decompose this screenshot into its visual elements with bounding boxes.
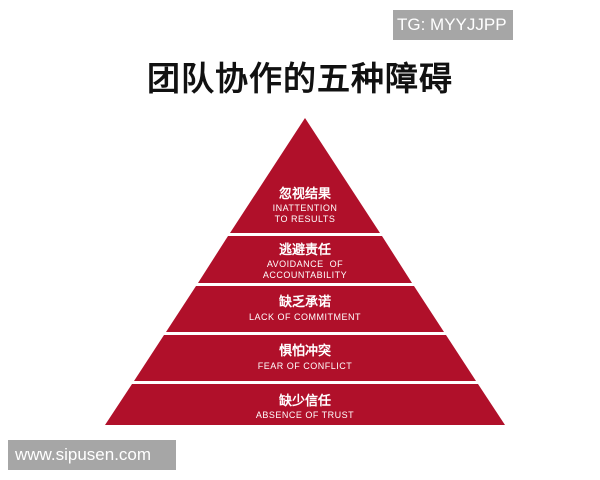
page-title: 团队协作的五种障碍 <box>147 59 453 98</box>
layer-5-en: ABSENCE OF TRUST <box>256 410 354 420</box>
pyramid-layer-5 <box>105 384 505 425</box>
layer-3-cn: 缺乏承诺 <box>278 294 331 310</box>
site-watermark: www.sipusen.com <box>8 440 176 470</box>
layer-1-cn: 忽视结果 <box>279 186 331 202</box>
pyramid-layer-1 <box>230 118 380 233</box>
layer-2-en-line2: ACCOUNTABILITY <box>263 270 347 280</box>
pyramid-layer-3 <box>166 286 444 332</box>
pyramid-layer-2 <box>198 236 412 283</box>
layer-1-en-line1: INATTENTION <box>273 203 338 213</box>
layer-1-en-line2: TO RESULTS <box>275 214 336 224</box>
layer-4-cn: 惧怕冲突 <box>279 343 331 359</box>
layer-5-cn: 缺少信任 <box>278 393 331 409</box>
pyramid-layer-4 <box>134 335 476 381</box>
layer-4-en: FEAR OF CONFLICT <box>258 361 353 371</box>
layer-2-cn: 逃避责任 <box>279 242 331 258</box>
layer-2-en-line1: AVOIDANCE OF <box>267 259 343 269</box>
layer-3-en: LACK OF COMMITMENT <box>249 312 361 322</box>
telegram-watermark: TG: MYYJJPP <box>393 10 513 40</box>
